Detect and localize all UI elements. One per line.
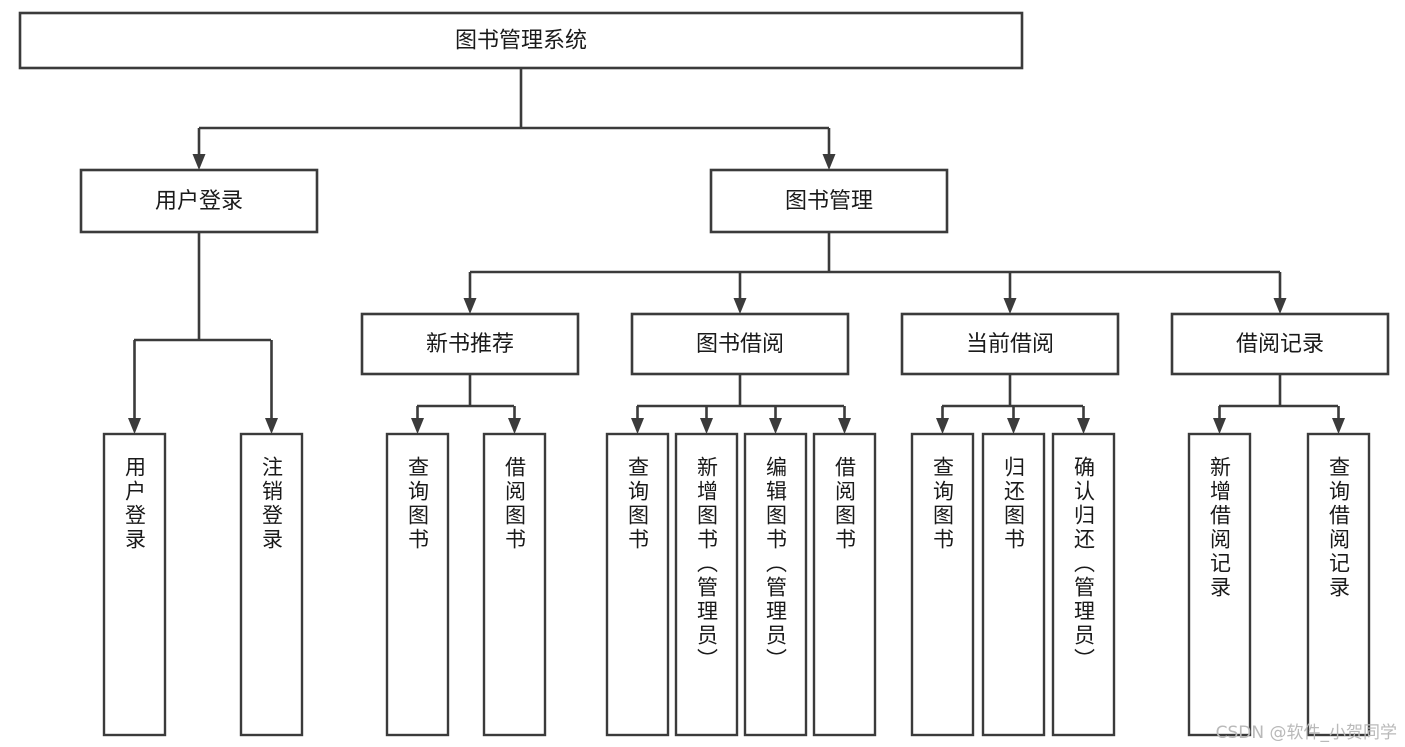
leaf-node-3-box[interactable] [482,432,547,737]
arrow-to-level2-0 [192,154,206,170]
arrow-to-leaf-7 [838,418,851,434]
leaf-node-4-box[interactable] [605,432,670,737]
leaf-node-7[interactable]: 借阅图书 [812,432,877,737]
level3-node-0-label: 新书推荐 [426,332,514,357]
level2-node-1-box[interactable] [709,168,949,234]
level3-node-3-label: 借阅记录 [1236,332,1324,357]
arrow-to-leaf-3 [508,418,521,434]
leaf-node-4-label: 查询图书 [626,456,650,552]
leaf-node-10-label: 确认归还（管理员） [1072,456,1096,672]
arrow-to-leaf-4 [631,418,644,434]
level2-node-0-label: 用户登录 [155,189,243,214]
leaf-node-5-label: 新增图书（管理员） [695,456,719,672]
level2-node-1[interactable]: 图书管理 [709,168,949,234]
leaf-node-4[interactable]: 查询图书 [605,432,670,737]
leaf-node-1-label: 注销登录 [260,456,284,552]
arrow-to-leaf-12 [1332,418,1345,434]
leaf-node-9-box[interactable] [981,432,1046,737]
leaf-node-1[interactable]: 注销登录 [239,432,304,737]
leaf-node-2-label: 查询图书 [406,456,430,552]
arrow-to-level3-3 [1273,298,1287,314]
arrow-to-leaf-1 [265,418,278,434]
connector-layer [128,68,1345,434]
arrow-to-level3-0 [463,298,477,314]
root-node-system[interactable]: 图书管理系统 [18,11,1024,70]
leaf-node-8-box[interactable] [910,432,975,737]
arrow-to-leaf-11 [1213,418,1226,434]
root-node-system-label: 图书管理系统 [455,29,587,54]
arrow-to-level3-1 [733,298,747,314]
leaf-node-12-label: 查询借阅记录 [1327,456,1351,600]
leaf-node-7-box[interactable] [812,432,877,737]
arrow-to-leaf-5 [700,418,713,434]
level3-node-1[interactable]: 图书借阅 [630,312,850,376]
leaf-node-9-label: 归还图书 [1002,456,1026,552]
level3-node-1-label: 图书借阅 [696,332,784,357]
node-layer: 图书管理系统用户登录图书管理新书推荐图书借阅当前借阅借阅记录用户登录注销登录查询… [18,11,1390,737]
leaf-node-5-box[interactable] [674,432,739,737]
leaf-node-8-label: 查询图书 [931,456,955,552]
leaf-node-8[interactable]: 查询图书 [910,432,975,737]
leaf-node-9[interactable]: 归还图书 [981,432,1046,737]
leaf-node-6-box[interactable] [743,432,808,737]
leaf-node-6-label: 编辑图书（管理员） [764,456,788,672]
leaf-node-10-box[interactable] [1051,432,1116,737]
leaf-node-11-label: 新增借阅记录 [1208,456,1232,600]
leaf-node-10[interactable]: 确认归还（管理员） [1051,432,1116,737]
arrow-to-leaf-6 [769,418,782,434]
leaf-node-0-box[interactable] [102,432,167,737]
leaf-node-5[interactable]: 新增图书（管理员） [674,432,739,737]
leaf-node-0-label: 用户登录 [123,456,147,552]
leaf-node-12[interactable]: 查询借阅记录 [1306,432,1371,737]
level3-node-2[interactable]: 当前借阅 [900,312,1120,376]
leaf-node-1-box[interactable] [239,432,304,737]
level2-node-0[interactable]: 用户登录 [79,168,319,234]
arrow-to-leaf-2 [411,418,424,434]
leaf-node-2[interactable]: 查询图书 [385,432,450,737]
level3-node-3[interactable]: 借阅记录 [1170,312,1390,376]
arrow-to-level2-1 [822,154,836,170]
level3-node-3-box[interactable] [1170,312,1390,376]
level3-node-1-box[interactable] [630,312,850,376]
arrow-to-leaf-9 [1007,418,1020,434]
arrow-to-leaf-10 [1077,418,1090,434]
level3-node-0-box[interactable] [360,312,580,376]
leaf-node-11[interactable]: 新增借阅记录 [1187,432,1252,737]
leaf-node-12-box[interactable] [1306,432,1371,737]
root-node-system-box[interactable] [18,11,1024,70]
level3-node-2-label: 当前借阅 [966,332,1054,357]
level3-node-0[interactable]: 新书推荐 [360,312,580,376]
leaf-node-7-label: 借阅图书 [833,456,857,552]
leaf-node-6[interactable]: 编辑图书（管理员） [743,432,808,737]
leaf-node-0[interactable]: 用户登录 [102,432,167,737]
level3-node-2-box[interactable] [900,312,1120,376]
leaf-node-3[interactable]: 借阅图书 [482,432,547,737]
leaf-node-2-box[interactable] [385,432,450,737]
leaf-node-11-box[interactable] [1187,432,1252,737]
arrow-to-level3-2 [1003,298,1017,314]
arrow-to-leaf-8 [936,418,949,434]
arrow-to-leaf-0 [128,418,141,434]
csdn-watermark: CSDN @软件_小贺同学 [1215,723,1397,743]
level2-node-1-label: 图书管理 [785,189,873,214]
level2-node-0-box[interactable] [79,168,319,234]
leaf-node-3-label: 借阅图书 [503,456,527,552]
